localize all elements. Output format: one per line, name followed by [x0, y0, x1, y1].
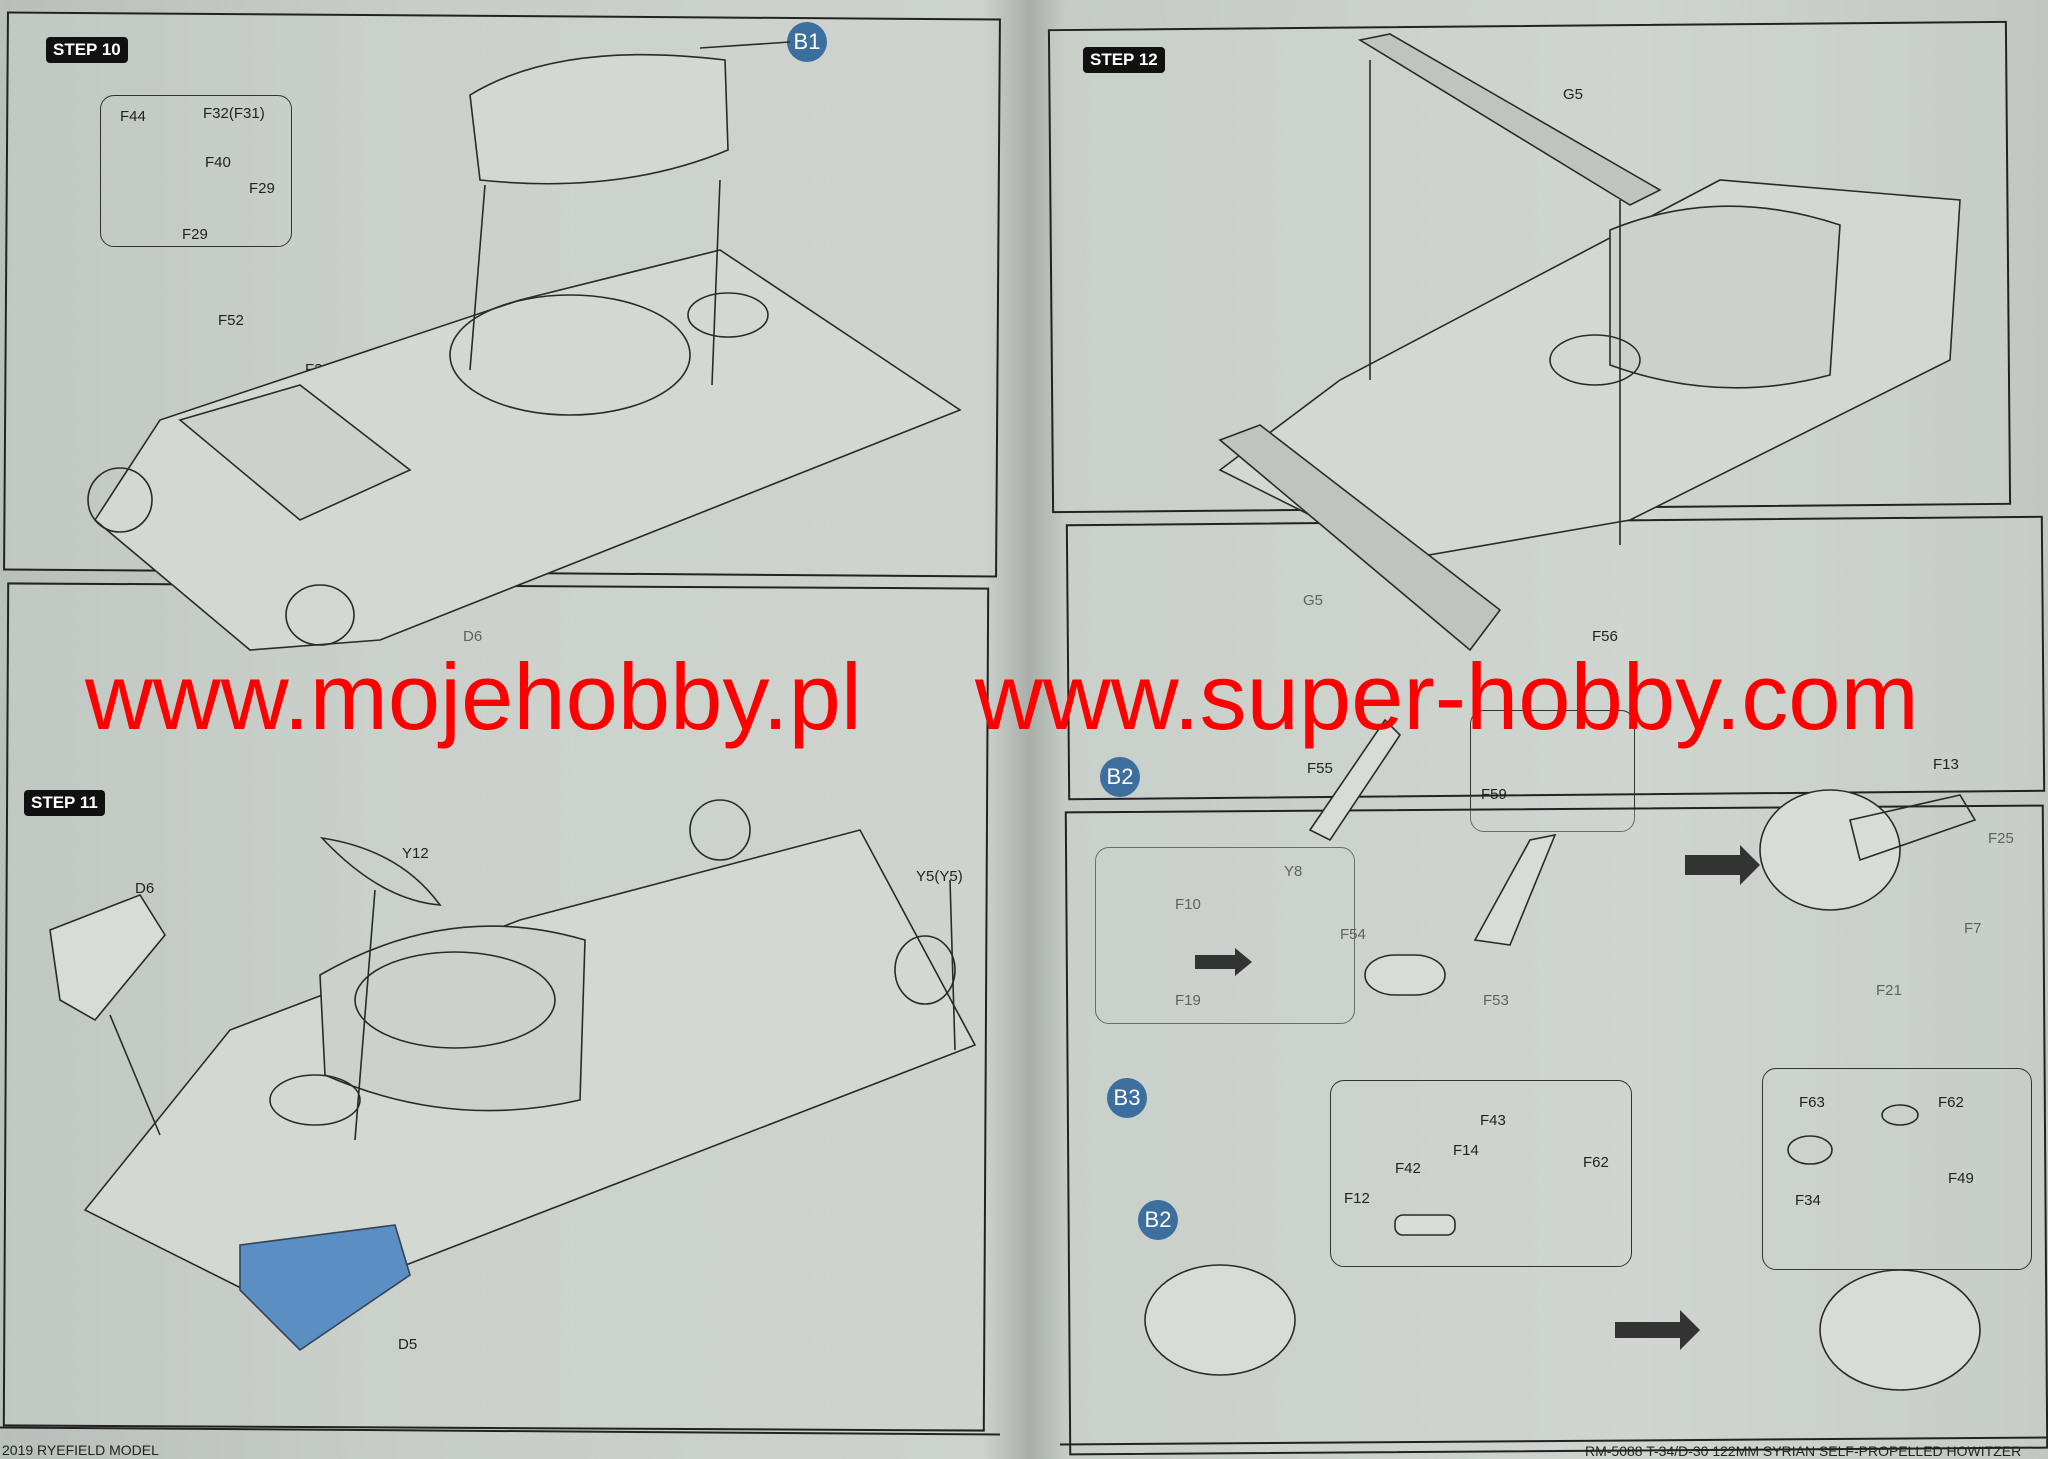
- b3-detail-inset-middle: [1330, 1080, 1632, 1267]
- part-label: F24: [305, 361, 331, 378]
- part-label: F14: [1453, 1142, 1479, 1159]
- left-footer: 2019 RYEFIELD MODEL: [2, 1442, 159, 1458]
- part-label: F52: [218, 312, 244, 329]
- part-label: F59: [1481, 786, 1507, 803]
- b1-badge: B1: [787, 22, 827, 62]
- step-10-detail-inset: [100, 95, 292, 247]
- part-label: F19: [1175, 992, 1201, 1009]
- part-label: F34: [1795, 1192, 1821, 1209]
- b2-ref-badge: B2: [1138, 1200, 1178, 1240]
- step-12-panel: [1047, 20, 2012, 514]
- part-label: F44: [120, 108, 146, 125]
- part-label: F42: [1395, 1160, 1421, 1177]
- part-label: Y5(Y5): [916, 868, 963, 885]
- b2-detail-inset-top: [1470, 710, 1635, 832]
- part-label: F62: [1938, 1094, 1964, 1111]
- right-footer: RM-5088 T-34/D-30 122MM SYRIAN SELF-PROP…: [1585, 1443, 2022, 1459]
- part-label: D6: [135, 880, 155, 897]
- b2-detail-inset-left: [1095, 847, 1355, 1024]
- part-label: F29: [182, 226, 208, 243]
- b2-badge: B2: [1100, 757, 1140, 797]
- part-label: F56: [1592, 628, 1618, 645]
- part-label: F49: [1948, 1170, 1974, 1187]
- part-label: D5: [398, 1336, 418, 1353]
- part-label: F54: [1340, 926, 1366, 943]
- step-10-title: STEP 10: [46, 37, 128, 63]
- part-label: F63: [1799, 1094, 1825, 1111]
- part-label: F10: [1175, 896, 1201, 913]
- part-label: Y8: [1284, 863, 1303, 880]
- step-11-title: STEP 11: [24, 790, 105, 816]
- part-label: F21: [1876, 982, 1902, 999]
- watermark-mojehobby: www.mojehobby.pl: [85, 644, 862, 749]
- step-12-title: STEP 12: [1083, 47, 1165, 73]
- part-label: F25: [1988, 830, 2014, 847]
- part-label: F32(F31): [203, 105, 265, 122]
- part-label: Y12: [402, 845, 429, 862]
- part-label: F53: [1483, 992, 1509, 1009]
- part-label: F55: [1307, 760, 1333, 777]
- part-label: F29: [249, 180, 275, 197]
- part-label: F43: [1480, 1112, 1506, 1129]
- part-label: F13: [1933, 756, 1959, 773]
- part-label: F12: [1344, 1190, 1370, 1207]
- part-label: F62: [1583, 1154, 1609, 1171]
- part-label: F40: [205, 154, 231, 171]
- watermark-super-hobby: www.super-hobby.com: [975, 644, 1919, 749]
- part-label: G5: [1563, 86, 1584, 103]
- b3-badge: B3: [1107, 1078, 1147, 1118]
- part-label: F7: [1964, 920, 1982, 937]
